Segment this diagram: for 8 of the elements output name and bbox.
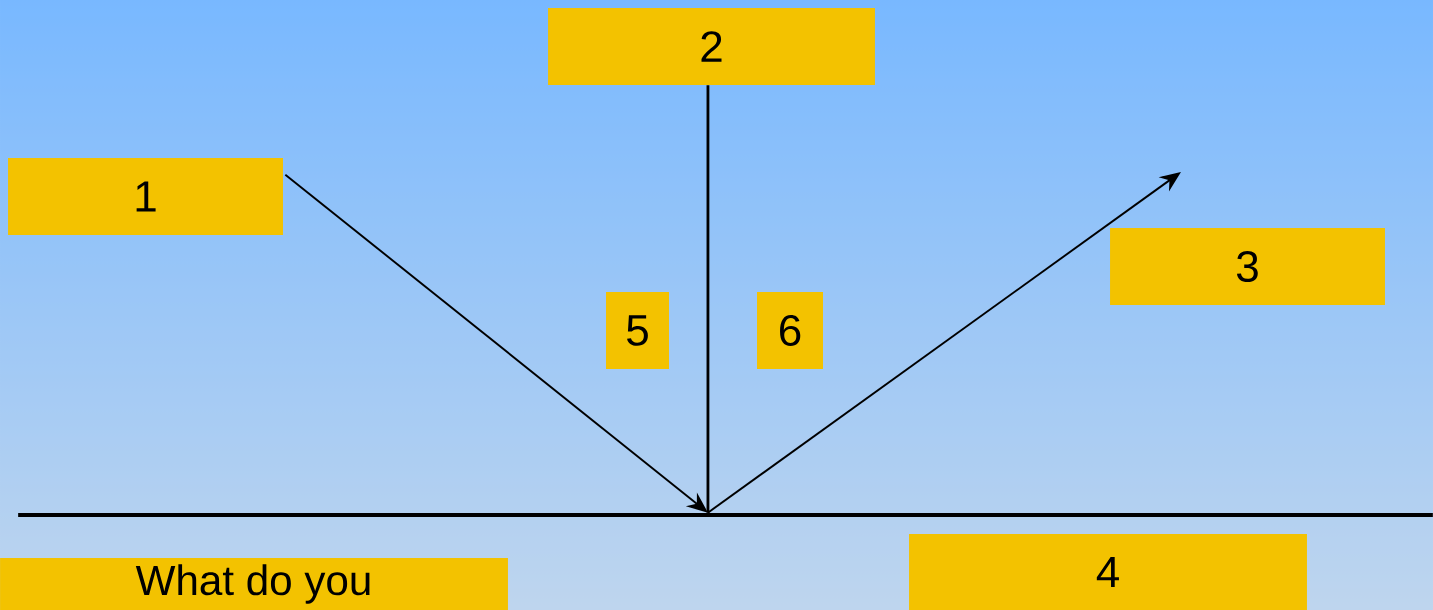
label-box: 6 [757,292,823,369]
label-box: 4 [909,534,1307,610]
ray-line [706,85,710,513]
label-box: 2 [548,8,875,85]
label-box: What do you [0,558,508,610]
label-box: 5 [606,292,669,369]
label-box: 1 [8,158,283,235]
label-box: 3 [1110,228,1385,305]
